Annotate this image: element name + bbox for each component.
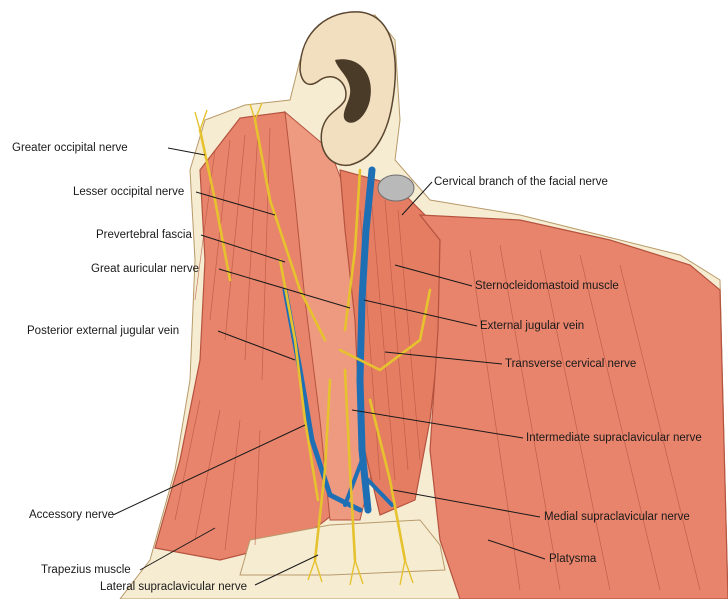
label-accessory-nerve: Accessory nerve bbox=[29, 509, 115, 521]
leader-posterior-ejv bbox=[217, 330, 296, 361]
nerve-terminals bbox=[194, 102, 414, 586]
ear-shape bbox=[299, 11, 397, 166]
intermediate-supraclavicular-line bbox=[343, 368, 357, 562]
leader-lesser-occipital bbox=[195, 191, 276, 216]
platysma-shape bbox=[418, 214, 728, 599]
ear-canal bbox=[335, 59, 371, 123]
label-greater-occipital-nerve: Greater occipital nerve bbox=[12, 142, 128, 154]
label-sternocleidomastoid-muscle: Sternocleidomastoid muscle bbox=[475, 280, 619, 292]
label-external-jugular-vein: External jugular vein bbox=[480, 320, 585, 332]
leader-great-auricular bbox=[218, 268, 351, 309]
label-great-auricular-nerve: Great auricular nerve bbox=[91, 263, 200, 275]
leader-medial-supraclavicular bbox=[392, 489, 541, 518]
transverse-cervical-nerve-line bbox=[338, 288, 432, 372]
label-platysma: Platysma bbox=[549, 553, 597, 565]
lateral-supraclavicular-line bbox=[313, 378, 332, 562]
medial-supraclavicular-line bbox=[368, 398, 407, 562]
label-lateral-supraclavicular-nerve: Lateral supraclavicular nerve bbox=[100, 581, 248, 593]
leader-transverse-cervical bbox=[384, 351, 503, 365]
label-prevertebral-fascia: Prevertebral fascia bbox=[96, 229, 192, 241]
greater-occipital-nerve-line bbox=[198, 128, 232, 282]
leader-trapezius bbox=[139, 527, 216, 571]
label-cervical-branch-facial-nerve: Cervical branch of the facial nerve bbox=[434, 176, 608, 188]
leader-ejv bbox=[363, 299, 478, 327]
great-auricular-nerve-line bbox=[343, 168, 362, 332]
leader-greater-occipital bbox=[167, 147, 206, 156]
muscle-fibers bbox=[174, 127, 701, 591]
nerves bbox=[198, 118, 432, 562]
label-lesser-occipital-nerve: Lesser occipital nerve bbox=[73, 186, 185, 198]
accessory-nerve-line bbox=[278, 258, 320, 502]
label-posterior-external-jugular-vein: Posterior external jugular vein bbox=[27, 325, 180, 337]
label-trapezius-muscle: Trapezius muscle bbox=[41, 564, 131, 576]
label-medial-supraclavicular-nerve: Medial supraclavicular nerve bbox=[544, 511, 690, 523]
leader-scm bbox=[394, 264, 473, 287]
clavicle-band bbox=[239, 519, 446, 576]
leader-accessory bbox=[112, 424, 306, 516]
leader-cervical-facial bbox=[401, 181, 433, 216]
label-transverse-cervical-nerve: Transverse cervical nerve bbox=[505, 358, 637, 370]
lesser-occipital-nerve-line bbox=[253, 118, 327, 342]
leader-prevertebral bbox=[200, 234, 286, 263]
label-intermediate-supraclavicular-nerve: Intermediate supraclavicular nerve bbox=[526, 432, 702, 444]
leader-lateral-supraclavicular bbox=[254, 554, 319, 586]
parotid-gland bbox=[377, 174, 415, 202]
leader-platysma bbox=[487, 539, 546, 560]
leader-intermediate-supraclavicular bbox=[351, 409, 524, 439]
leader-lines bbox=[112, 147, 546, 586]
